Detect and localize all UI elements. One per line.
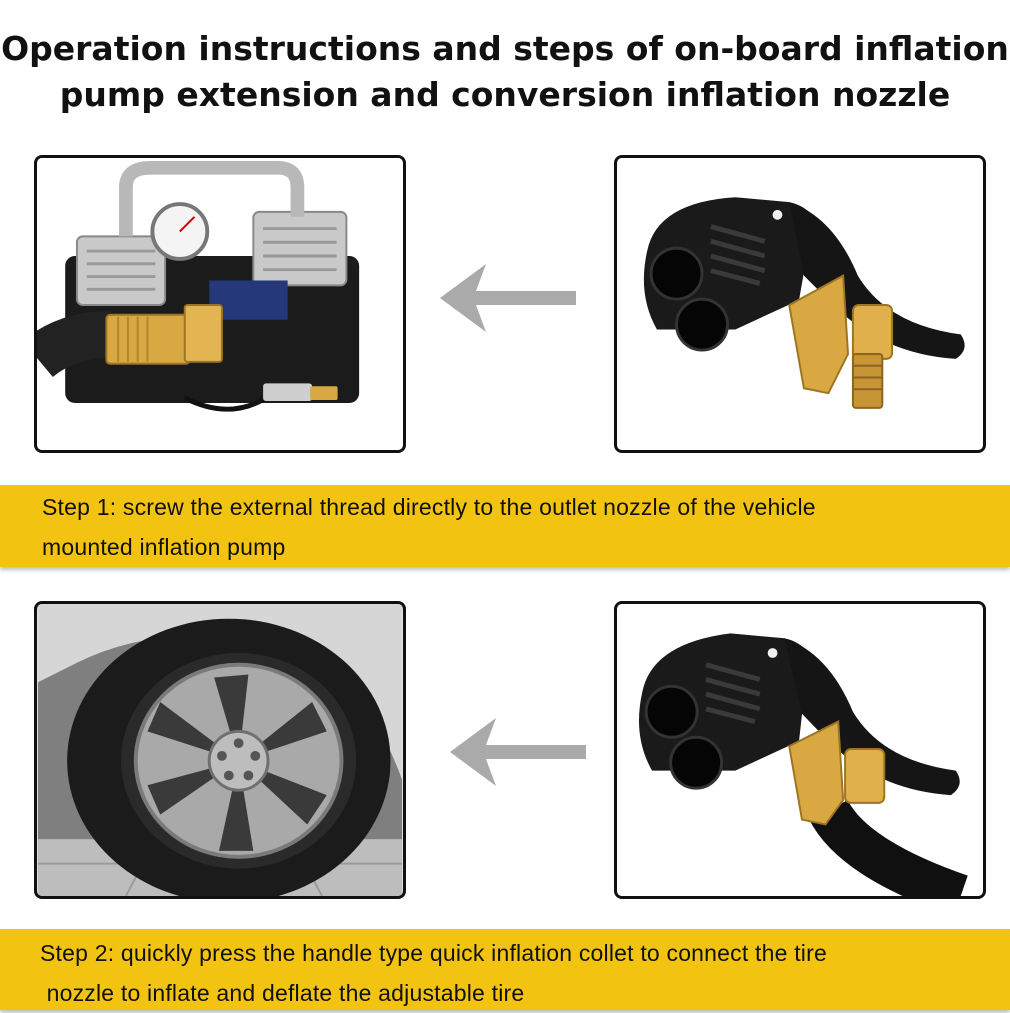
nozzle-illustration (617, 158, 983, 450)
title-line-1: Operation instructions and steps of on-b… (1, 29, 1009, 68)
step-1-line-2: mounted inflation pump (42, 534, 286, 560)
step-2-line-2: nozzle to inflate and deflate the adjust… (40, 980, 525, 1006)
step-2-banner: Step 2: quickly press the handle type qu… (0, 929, 1010, 1010)
step-1-line-1: Step 1: screw the external thread direct… (42, 494, 816, 520)
nozzle-with-hose-photo (614, 601, 986, 899)
step-1-banner: Step 1: screw the external thread direct… (0, 485, 1010, 567)
air-compressor-photo (34, 155, 406, 453)
nozzle-hose-illustration (617, 604, 983, 896)
title-line-2: pump extension and conversion inflation … (59, 75, 951, 114)
step-2-line-1: Step 2: quickly press the handle type qu… (40, 940, 827, 966)
tire-photo (34, 601, 406, 899)
page-title: Operation instructions and steps of on-b… (0, 26, 1010, 118)
tire-illustration (37, 604, 403, 896)
air-compressor-illustration (37, 158, 403, 450)
left-arrow-icon (446, 712, 590, 792)
nozzle-photo (614, 155, 986, 453)
left-arrow-icon (436, 258, 580, 338)
